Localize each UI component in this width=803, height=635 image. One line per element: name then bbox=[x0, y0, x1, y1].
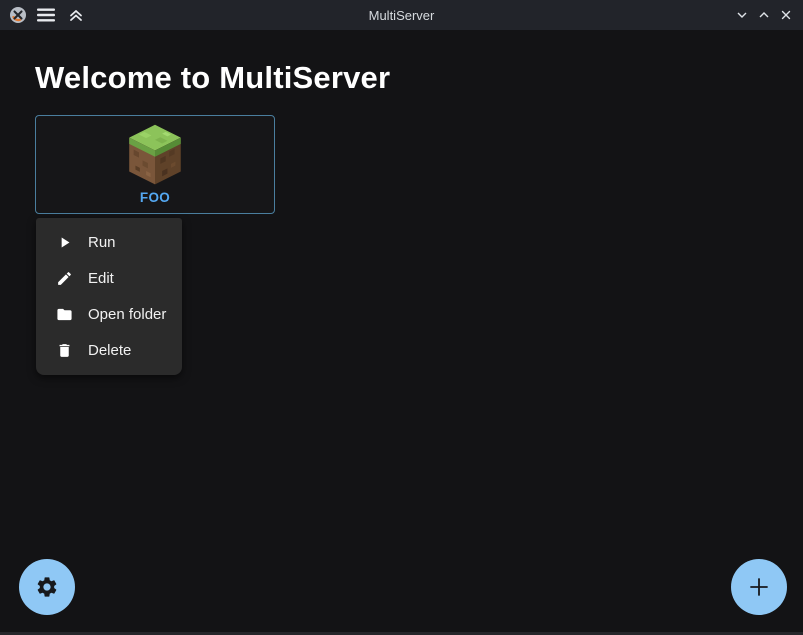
menu-item-label: Delete bbox=[88, 341, 132, 359]
server-card-foo[interactable]: FOO bbox=[35, 115, 275, 214]
hamburger-menu-button[interactable] bbox=[35, 4, 57, 26]
app-logo-icon bbox=[9, 6, 27, 24]
minimize-button[interactable] bbox=[731, 4, 753, 26]
close-icon bbox=[781, 10, 791, 20]
collapse-toolbar-button[interactable] bbox=[65, 4, 87, 26]
gear-icon bbox=[37, 577, 57, 597]
chevron-down-icon bbox=[737, 12, 747, 18]
page-title: Welcome to MultiServer bbox=[35, 60, 391, 95]
hamburger-icon bbox=[37, 8, 55, 22]
menu-item-delete[interactable]: Delete bbox=[36, 332, 182, 368]
folder-icon bbox=[56, 306, 73, 323]
plus-icon bbox=[750, 578, 768, 596]
window-title: MultiServer bbox=[368, 7, 435, 23]
pencil-icon bbox=[56, 270, 73, 287]
titlebar: MultiServer bbox=[0, 0, 803, 30]
server-name-label: FOO bbox=[139, 190, 171, 205]
window-bottom-edge bbox=[0, 632, 803, 635]
add-server-fab-button[interactable] bbox=[731, 559, 787, 615]
menu-item-edit[interactable]: Edit bbox=[36, 260, 182, 296]
menu-item-label: Open folder bbox=[88, 305, 167, 323]
chevron-up-icon bbox=[759, 12, 769, 18]
trash-icon bbox=[56, 342, 73, 359]
menu-item-label: Run bbox=[88, 233, 116, 251]
maximize-button[interactable] bbox=[753, 4, 775, 26]
menu-item-run[interactable]: Run bbox=[36, 224, 182, 260]
play-icon bbox=[56, 234, 73, 251]
settings-fab-button[interactable] bbox=[19, 559, 75, 615]
menu-item-open-folder[interactable]: Open folder bbox=[36, 296, 182, 332]
double-chevron-up-icon bbox=[70, 10, 82, 21]
menu-item-label: Edit bbox=[88, 269, 114, 287]
close-button[interactable] bbox=[775, 4, 797, 26]
server-context-menu: Run Edit Open folder Delete bbox=[36, 218, 182, 375]
minecraft-grass-block-icon bbox=[126, 123, 184, 187]
